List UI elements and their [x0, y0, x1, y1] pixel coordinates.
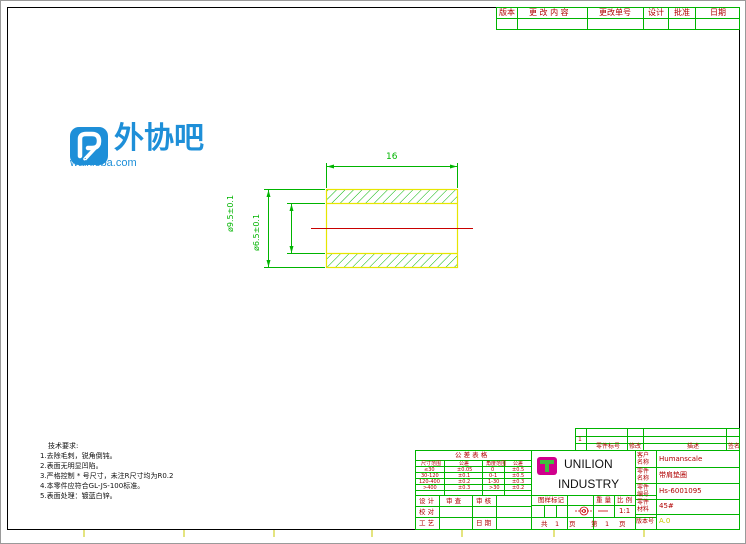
rev-header-change-no: 更改单号	[599, 8, 631, 17]
company-logo-mark	[537, 457, 557, 475]
tech-note-item: 2.表面无明显凹陷。	[40, 462, 103, 470]
field-material-value: 45#	[659, 502, 674, 510]
tolerance-cell: 0	[491, 467, 495, 473]
hatch-bottom	[326, 253, 457, 267]
sign-label-design: 设 计	[419, 497, 435, 505]
scale-label: 比 例	[617, 496, 633, 504]
sheet-total-label: 共	[541, 520, 548, 528]
rev-strip-part-label: 零件标号	[596, 443, 621, 450]
tolerance-header: 公差	[513, 461, 524, 467]
tech-note-item: 3.严格控制 * 号尺寸，未注R尺寸均为R0.2	[40, 472, 174, 480]
tech-note-item: 4.本零件应符合GL-JS-100标准。	[40, 482, 145, 490]
field-part-no-label: 零件	[637, 484, 650, 491]
tolerance-cell: ±0.2	[512, 485, 525, 491]
rev-strip-row-number: 1	[578, 436, 582, 443]
watermark-url: waixieba.com	[70, 157, 137, 169]
rev-strip-desc-label: 描述	[687, 443, 700, 450]
rev-header-version: 版本	[499, 8, 515, 17]
sign-label-process: 工 艺	[419, 519, 435, 527]
tolerance-cell: ±0.1	[458, 473, 471, 479]
company-name-line1: UNILION	[564, 457, 613, 471]
tolerance-cell: >30	[489, 485, 500, 491]
tolerance-cell: ±0.05	[457, 467, 473, 473]
tolerance-title: 公 差 表 格	[455, 451, 488, 459]
sheet-current-label: 第	[591, 520, 598, 528]
rev-header-approve: 批准	[674, 8, 690, 17]
tech-note-item: 5.表面处理：镀蓝白锌。	[40, 492, 117, 500]
tolerance-cell: ±0.3	[458, 485, 471, 491]
outer-dia-dim-text: ø9.5±0.1	[226, 194, 235, 232]
field-version-label: 版本号	[636, 518, 655, 525]
revision-table	[496, 7, 740, 30]
tolerance-cell: ±0.5	[512, 467, 525, 473]
sheet-current-unit: 页	[619, 520, 626, 528]
inner-dia-dim-text: ø6.5±0.1	[252, 213, 261, 251]
tolerance-cell: ±0.5	[512, 473, 525, 479]
field-part-no-value: Hs-6001095	[659, 487, 702, 495]
zone-ticks	[83, 530, 645, 537]
watermark-logo-text: 外协吧	[114, 121, 204, 156]
field-part-no-label: 编号	[637, 491, 650, 498]
hatch-top	[326, 189, 457, 203]
part-drawing	[264, 163, 473, 269]
field-customer-value: Humanscale	[659, 455, 703, 463]
tolerance-cell: 1-30	[488, 479, 500, 485]
length-dim-text: 16	[386, 152, 398, 162]
stamp-label: 图样标记	[538, 496, 564, 504]
tolerance-header: 公差	[459, 461, 470, 467]
rev-header-date: 日期	[710, 8, 726, 17]
sign-label-audit: 审 核	[476, 497, 492, 505]
watermark-logo-icon	[70, 127, 108, 165]
tolerance-cell: ≤30	[424, 467, 435, 473]
weight-label: 重 量	[596, 496, 612, 504]
tolerance-cell: ±0.2	[458, 479, 471, 485]
field-version-value: A.0	[659, 517, 671, 525]
sheet-total-unit: 页	[569, 520, 576, 528]
tolerance-cell: 0-1	[489, 473, 498, 479]
scale-value: 1:1	[619, 507, 631, 515]
tolerance-cell: ±0.3	[512, 479, 525, 485]
company-name-line2: INDUSTRY	[558, 477, 620, 491]
field-part-name-value: 带肩垫圈	[659, 471, 687, 479]
tolerance-cell: 30-120	[421, 473, 439, 479]
sign-label-date: 日 期	[476, 519, 492, 527]
inner-frame	[7, 7, 740, 530]
rev-strip-sign-label: 签名	[728, 443, 741, 450]
tolerance-cell: >400	[423, 485, 437, 491]
sign-label-review: 审 查	[446, 497, 462, 505]
rev-strip-modify-label: 修改	[629, 443, 642, 450]
field-part-name-label: 名称	[637, 475, 650, 482]
field-customer-label: 客户	[637, 452, 650, 459]
rev-header-content: 更 改 内 容	[529, 8, 569, 17]
projection-symbol-icon	[575, 506, 608, 516]
field-material-label: 零件	[637, 499, 650, 506]
title-block	[415, 450, 740, 530]
tech-note-item: 1.去除毛刺，锐角倒钝。	[40, 452, 117, 460]
rev-header-design: 设计	[648, 8, 664, 17]
tolerance-header: 尺寸范围	[421, 461, 442, 467]
tolerance-header: 角度范围	[486, 461, 507, 467]
field-customer-label: 名称	[637, 459, 650, 466]
field-material-label: 材料	[637, 506, 650, 513]
sheet-total-value: 1	[555, 520, 560, 528]
tolerance-cell: 120-400	[419, 479, 440, 485]
tech-notes-title: 技术要求:	[48, 442, 79, 450]
sheet-current-value: 1	[605, 520, 610, 528]
field-part-name-label: 零件	[637, 468, 650, 475]
sign-label-check: 校 对	[419, 508, 435, 516]
